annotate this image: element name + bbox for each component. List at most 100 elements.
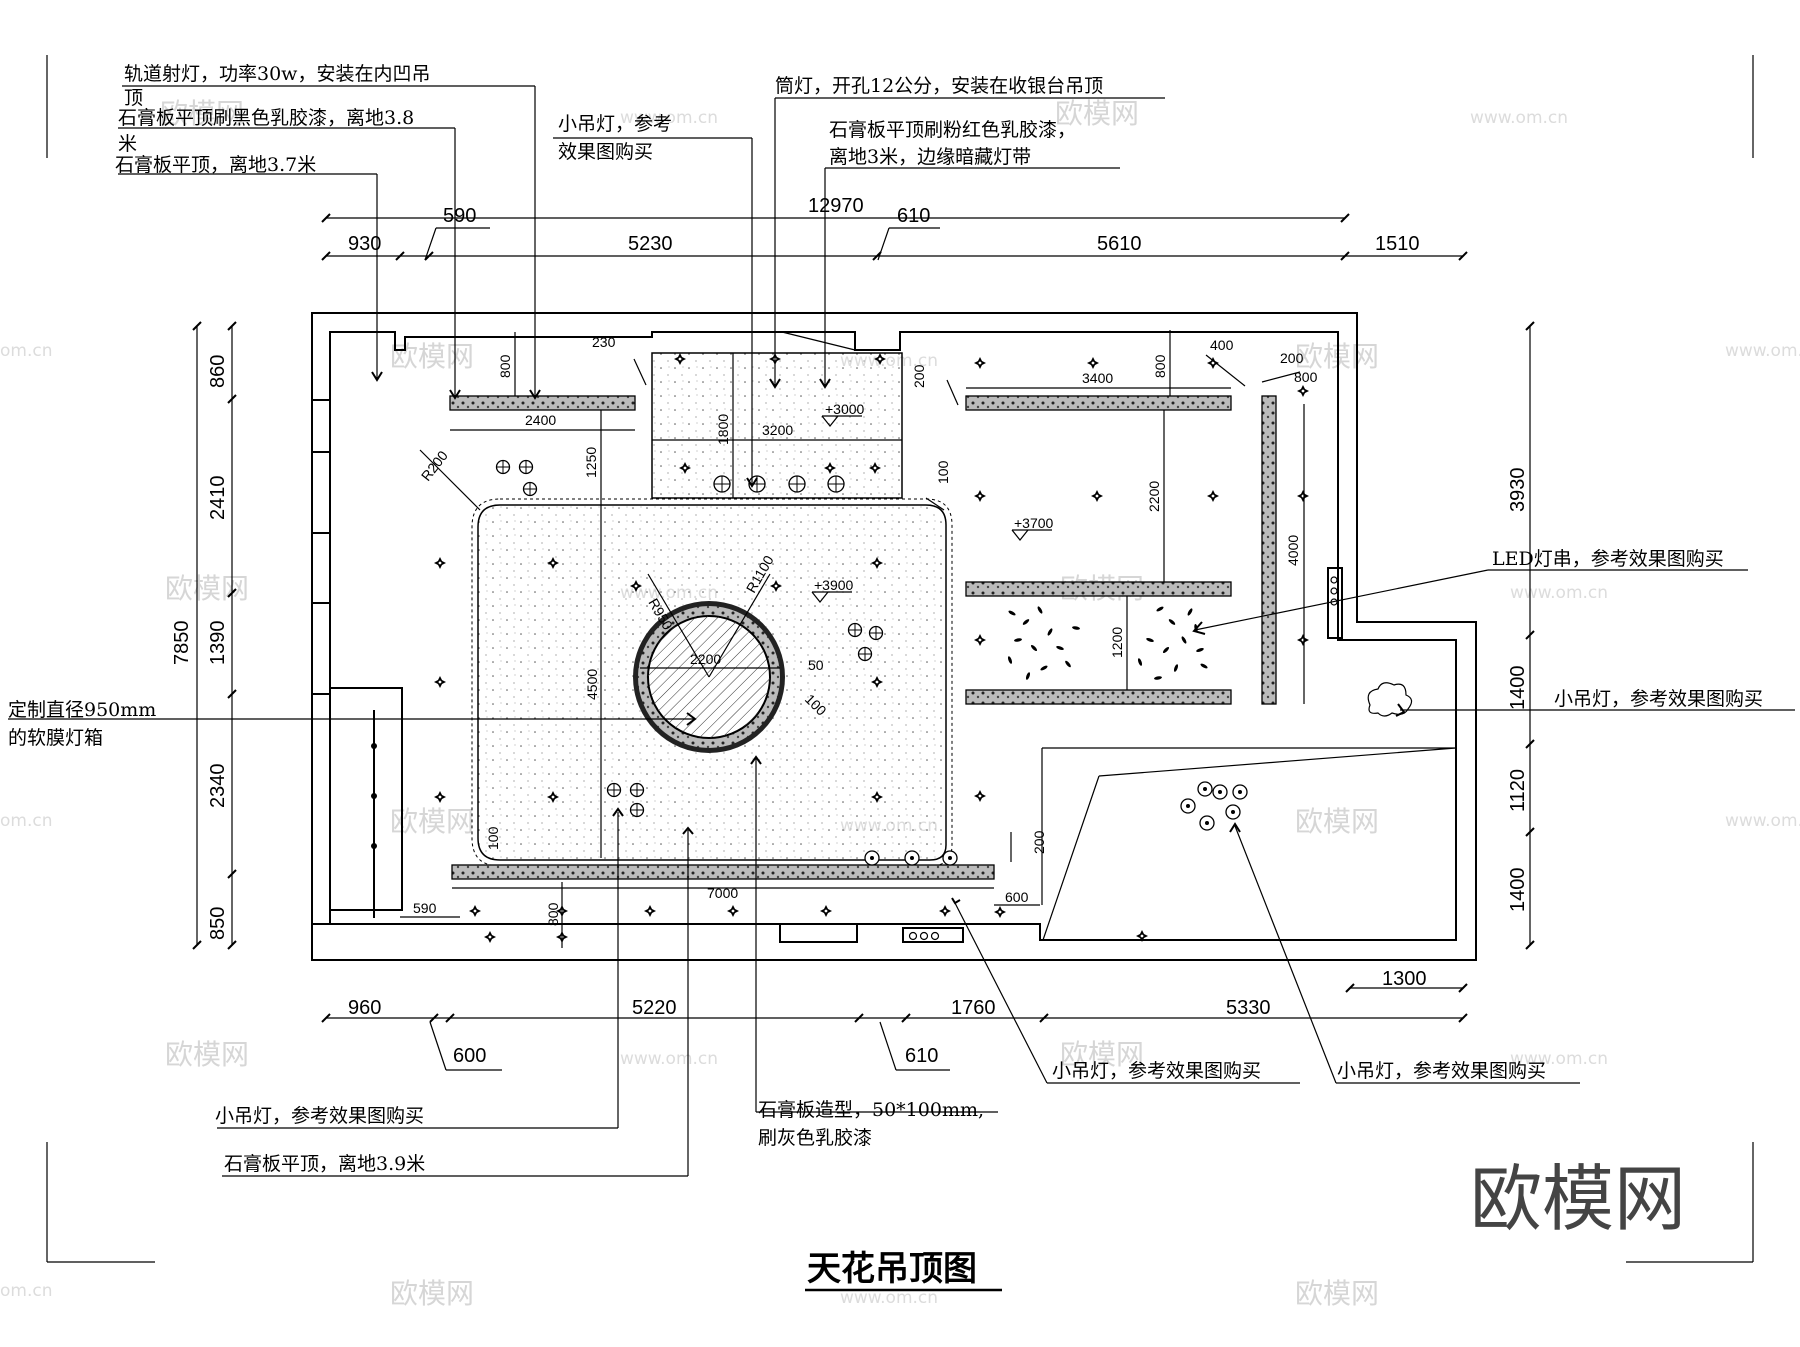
dim-left-850: 850 (207, 907, 229, 940)
watermark-url: www.om.cn (1510, 1049, 1608, 1069)
note-black-ceiling: 石膏板平顶刷黑色乳胶漆，离地3.8 (118, 106, 414, 129)
dim-800: 800 (545, 902, 561, 926)
note-pink-ceiling-cont: 离地3米，边缘暗藏灯带 (829, 146, 1031, 168)
level-mark-3000: +3000 (825, 401, 865, 417)
dim-100: 100 (935, 460, 951, 484)
dim-left-overall: 7850 (171, 621, 193, 666)
dim-top-overall: 12970 (808, 195, 864, 217)
cloud-pendant (1367, 682, 1413, 717)
leader-arrows (371, 371, 1406, 905)
display-wall-cabinet (329, 687, 403, 911)
dim-1200: 1200 (1109, 627, 1125, 658)
dimension-labels: 12970 590 610 930 5230 5610 1510 7850 86… (171, 195, 1529, 1067)
dim-right-1120: 1120 (1507, 769, 1529, 812)
watermark-url: www.om.cn (1725, 341, 1800, 361)
dim-4000: 4000 (1285, 535, 1301, 566)
dim-200: 200 (911, 364, 927, 388)
dim-800: 800 (1294, 369, 1318, 385)
dim-800: 800 (1152, 354, 1168, 378)
window-2 (311, 532, 331, 604)
dim-230: 230 (592, 334, 616, 350)
sloped-ceiling-area (1041, 747, 1457, 941)
dimension-lines (196, 217, 1531, 1071)
watermark-text: 欧模网 (1295, 805, 1379, 838)
note-gypsum-shape-cont: 刷灰色乳胶漆 (758, 1127, 872, 1149)
watermark-url: om.cn (0, 811, 53, 831)
watermark-text: 欧模网 (1060, 1038, 1144, 1071)
cashier-recessed-ceiling (651, 331, 903, 499)
note-lightbox: 定制直径950mm (8, 699, 156, 721)
watermark-text: 欧模网 (160, 97, 244, 130)
watermark-text: 欧模网 (1055, 97, 1139, 130)
dim-top-1510: 1510 (1375, 233, 1420, 255)
dim-200: 200 (1031, 830, 1047, 854)
dim-right-1400: 1400 (1507, 868, 1529, 913)
watermark-text: 欧模网 (1295, 1277, 1379, 1310)
watermark-url: om.cn (0, 341, 53, 361)
watermark-url: www.om.cn (1725, 811, 1800, 831)
soft-film-lightbox (633, 573, 785, 753)
note-track-spotlight: 轨道射灯，功率30w，安装在内凹吊 (124, 63, 430, 85)
dim-50: 50 (808, 657, 824, 673)
dim-top-5610: 5610 (1097, 233, 1142, 255)
dim-bottom-5220: 5220 (632, 997, 677, 1019)
pendant-cluster-right (1180, 781, 1248, 831)
dim-bottom-5330: 5330 (1226, 997, 1271, 1019)
watermark-url: www.om.cn (1510, 583, 1608, 603)
level-mark-3700: +3700 (1014, 515, 1054, 531)
led-string-lights (1007, 605, 1209, 681)
gypsum-beams (449, 395, 1277, 880)
window-1 (311, 399, 331, 453)
window-3 (311, 693, 331, 925)
watermark-url: www.om.cn (840, 1288, 938, 1308)
dim-3200: 3200 (762, 422, 793, 438)
dim-bottom-1760: 1760 (951, 997, 996, 1019)
dim-right-3930: 3930 (1507, 468, 1529, 513)
sheet-border-marks (46, 55, 1754, 1263)
dim-7000: 7000 (707, 885, 738, 901)
watermark-url: www.om.cn (620, 108, 718, 128)
dim-200: 200 (1280, 350, 1304, 366)
dim-800: 800 (497, 354, 513, 378)
dim-top-610: 610 (897, 205, 930, 227)
note-pendant-bottom-left: 小吊灯，参考效果图购买 (215, 1105, 424, 1127)
watermark-text: 欧模网 (165, 572, 249, 605)
note-track-spotlight-cont: 顶 (124, 87, 143, 109)
watermark-url: om.cn (0, 1281, 53, 1301)
note-pendant-bottom-right: 小吊灯，参考效果图购买 (1337, 1060, 1546, 1082)
watermark-url: www.om.cn (1470, 108, 1568, 128)
dim-top-930: 930 (348, 233, 381, 255)
level-mark-3900: +3900 (814, 577, 854, 593)
room-walls (311, 312, 1477, 961)
note-pendant-top-cont: 效果图购买 (558, 141, 653, 163)
leader-lines (8, 85, 1795, 1177)
level-marks: +3000 +3700 +3900 (811, 401, 1054, 603)
dim-bottom-600: 600 (453, 1045, 486, 1067)
watermark-text: 欧模网 (390, 805, 474, 838)
drawing-title: 天花吊顶图 (805, 1249, 1002, 1292)
dim-right-1400: 1400 (1507, 666, 1529, 711)
note-flat-ceiling-37: 石膏板平顶，离地3.7米 (115, 153, 316, 176)
dim-bottom-610: 610 (905, 1045, 938, 1067)
dimension-ticks (192, 213, 1535, 1023)
watermark-text: 欧模网 (165, 1038, 249, 1071)
watermark-text: 欧模网 (390, 340, 474, 373)
dim-4500: 4500 (584, 669, 600, 700)
title-text: 天花吊顶图 (807, 1249, 977, 1289)
dim-2400: 2400 (525, 412, 556, 428)
note-lightbox-cont: 的软膜灯箱 (8, 727, 103, 749)
note-gypsum-shape: 石膏板造型，50*100mm, (758, 1098, 984, 1121)
dim-400: 400 (1210, 337, 1234, 353)
dim-bottom-960: 960 (348, 997, 381, 1019)
dim-left-2340: 2340 (207, 764, 229, 809)
dim-1250: 1250 (583, 447, 599, 478)
watermark-url: www.om.cn (620, 1049, 718, 1069)
dim-left-860: 860 (207, 355, 229, 388)
note-pink-ceiling: 石膏板平顶刷粉红色乳胶漆， (829, 118, 1076, 141)
note-led-string: LED灯串，参考效果图购买 (1492, 548, 1724, 570)
note-black-ceiling-cont: 米 (118, 133, 137, 155)
note-pendant-right: 小吊灯，参考效果图购买 (1554, 688, 1763, 710)
note-pendant-top: 小吊灯，参考 (558, 113, 672, 135)
brand-watermark-logo: 欧模网 (1470, 1157, 1686, 1241)
